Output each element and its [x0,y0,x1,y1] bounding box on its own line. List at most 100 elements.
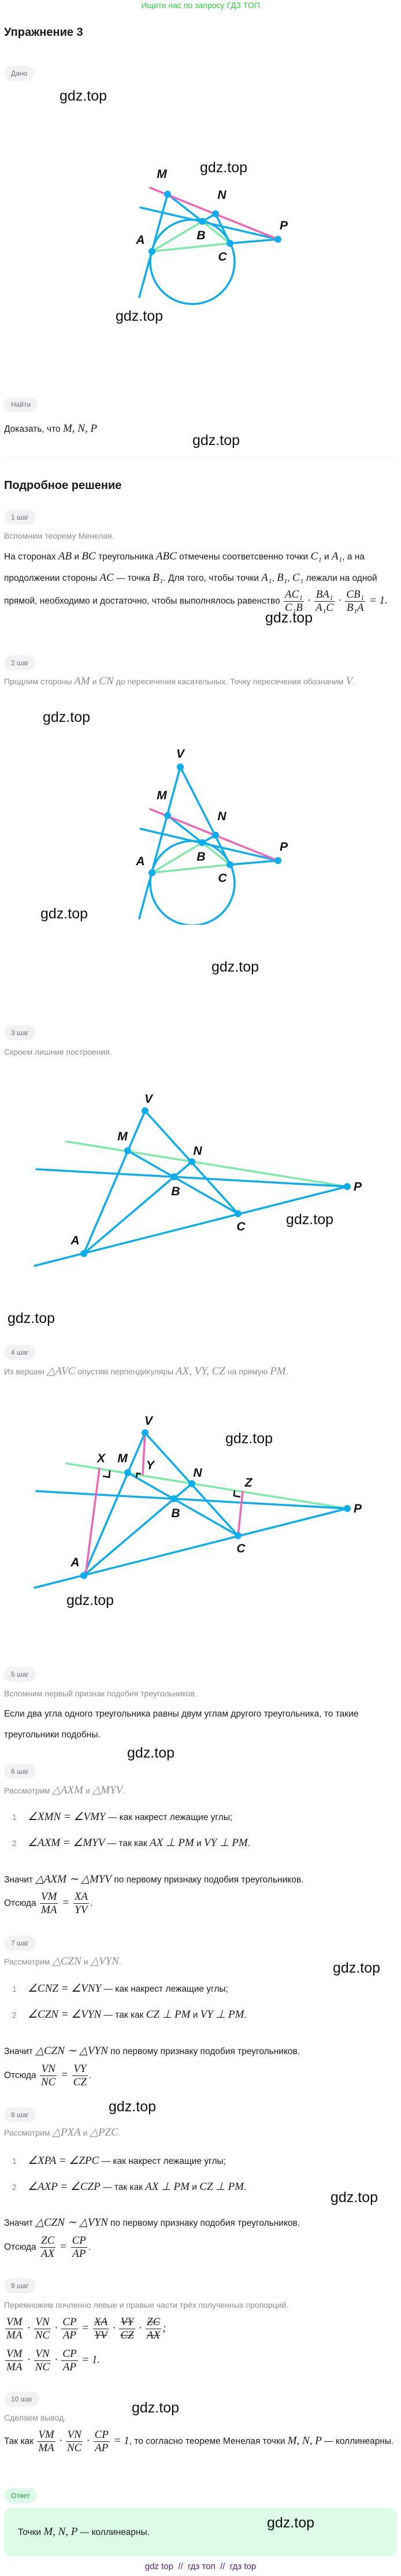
watermark: gdz.top [331,2189,378,2206]
denominator-text: YV [94,2329,107,2341]
text: и [190,2010,200,2020]
find-badge: Найти [4,397,38,412]
math: = [58,2069,71,2081]
math: ∠AXM = ∠MYV [28,1837,105,1849]
numerator: VN [34,2316,51,2329]
denominator-text: NC [41,2076,56,2088]
numerator: VN [66,2429,83,2442]
list-number: 2 [12,2182,17,2192]
step-note: Рассмотрим △PXA и △PZC. [4,2126,397,2140]
label-P: P [354,1502,362,1515]
answer-box [4,2508,397,2556]
text: . [122,1786,125,1795]
list-item: ∠XMN = ∠VMY — как накрест лежащие углы; [28,1810,397,1823]
find-text: Доказать, что M, N, P [4,418,397,440]
label-B: B [171,1507,180,1520]
math: B₁ [277,572,288,584]
text: и [321,552,332,562]
conclusion: Значит △CZN ∼ △VYN по первому признаку п… [4,2044,397,2058]
numerator: VY [72,2063,88,2076]
list-number: 2 [12,1839,17,1848]
label-P: P [280,219,288,232]
numerator: CP [70,2235,87,2248]
text: Вспомним теорему Менелая. [4,531,114,540]
label-X: X [96,1452,106,1465]
list-item: ∠AXM = ∠MYV — так как AX ⊥ PM и VY ⊥ PM. [28,1836,397,1849]
math: ∠AXP = ∠CZP [28,2181,101,2193]
math: ∠CZN = ∠VYN [28,2008,102,2021]
numerator-text: CB₁ [346,588,365,601]
numerator-text: VM [38,2429,54,2441]
solution-heading: Подробное решение [4,479,122,492]
step-badge: 9 шаг [4,2278,36,2293]
text: — как накрест лежащие углы; [101,1984,228,1994]
math: AX, VY, CZ [176,1365,225,1377]
step-body: Если два угла одного треугольника равны … [4,1704,397,1745]
step-badge: 10 шаг [4,2392,40,2407]
numerator: ZC [40,2234,56,2248]
text: и [81,1957,91,1966]
denominator: CZ [119,2329,135,2341]
watermark: gdz.top [225,1430,273,1447]
text: Продлим стороны [4,677,75,686]
denominator: MA [37,2442,55,2454]
math: M, N, P [287,2434,322,2447]
text: и [80,2128,90,2137]
watermark: gdz.top [60,88,107,104]
label-Y: Y [146,1459,155,1472]
numerator-text: ZC [41,2234,55,2247]
denominator-text: AP [95,2442,109,2454]
numerator: XA [92,2316,109,2329]
math: · [84,2434,92,2447]
step-note: Сделаем вывод. [4,2411,397,2425]
numerator: VM [37,2429,55,2442]
math: = 1 [110,2434,129,2447]
label-C: C [218,250,227,264]
text: — как накрест лежащие углы; [105,1813,233,1822]
step-badge: 4 шаг [4,1345,36,1360]
denominator-text: MA [6,2361,23,2373]
label-C: C [236,1220,246,1233]
search-banner[interactable]: Ищите нас по запросу ГДЗ ТОП [141,1,260,10]
numerator: XA [73,1891,89,1904]
label-M: M [117,1130,128,1143]
text: Рассмотрим [4,2128,53,2137]
math: · [136,2322,144,2334]
text: . [118,2128,121,2137]
label-N: N [193,1144,202,1158]
math: AC [99,572,114,584]
denominator: MA [40,1904,58,1916]
step-badge: 5 шаг [4,1667,36,1682]
math: V [346,675,353,687]
list-number: 1 [12,1984,17,1993]
numerator-text: XA [74,1891,88,1903]
numerator-text: VM [6,2316,23,2328]
watermark: gdz.top [333,1960,381,1976]
numerator-text: CP [62,2316,77,2328]
text: Вспомним первый признак подобия треуголь… [4,1689,197,1698]
denominator-text: MA [41,1904,57,1916]
numerator: CP [61,2316,78,2329]
denominator-text: CZ [73,2076,87,2088]
numerator-text: VN [41,2063,55,2075]
text: . [118,1957,121,1966]
math: ∠XPA = ∠ZPC [28,2155,99,2167]
text: Так как [4,2436,36,2447]
watermark: gdz.top [200,160,248,176]
label-B: B [171,1185,180,1198]
text: . [88,2070,92,2081]
label-N: N [193,1466,202,1480]
label-C: C [236,1542,246,1555]
footer-links[interactable]: gdz top // гдз топ // гдз top [144,2562,257,2571]
denominator: B₁A [345,602,365,614]
step-badge: 2 шаг [4,655,36,670]
